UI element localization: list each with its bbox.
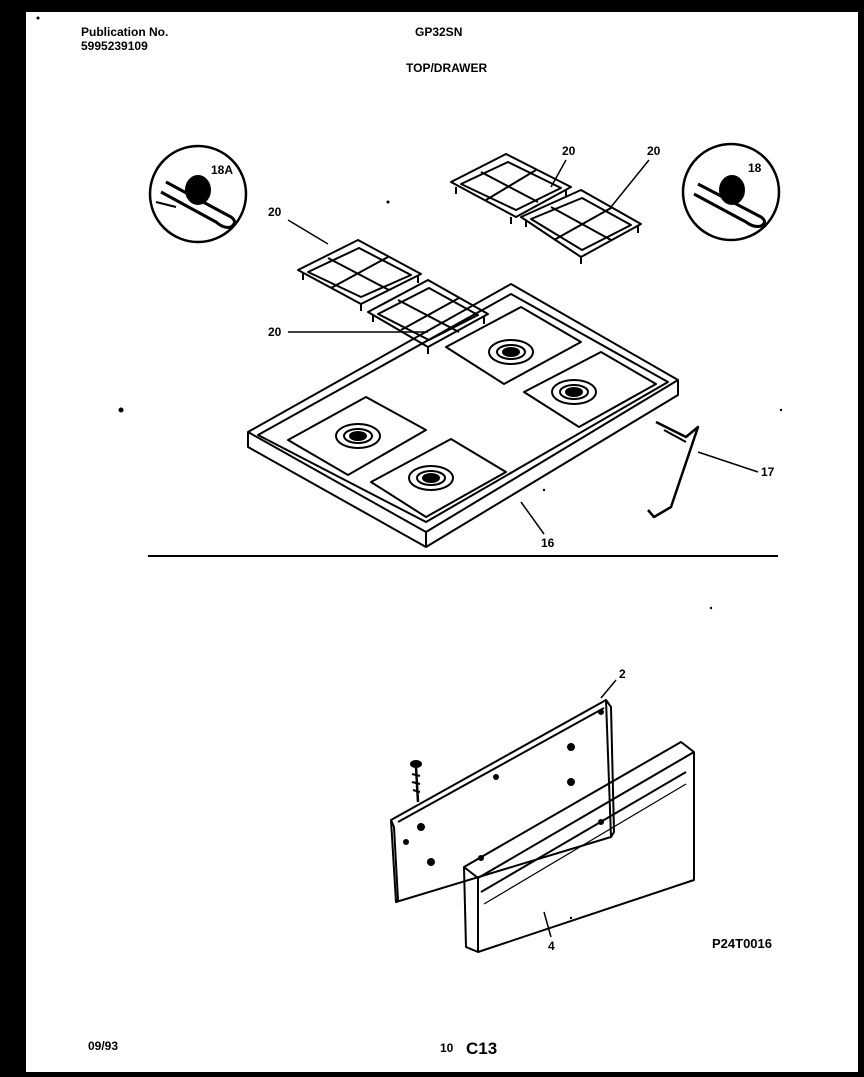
model-number: GP32SN [415, 25, 463, 39]
burner-head-detail-18 [681, 142, 781, 242]
callout-17: 17 [761, 465, 775, 479]
callout-20-top-right-a: 20 [562, 144, 576, 158]
callout-18a: 18A [211, 163, 233, 177]
burner-head-detail-18a [148, 144, 248, 244]
drawer-front [463, 741, 695, 953]
footer-code: C13 [466, 1039, 498, 1058]
footer-date: 09/93 [88, 1039, 119, 1053]
screw [410, 760, 422, 803]
grate-top-right-b [520, 189, 642, 264]
scan-specks [36, 16, 783, 920]
callout-2: 2 [619, 667, 626, 681]
support-wire [647, 420, 700, 519]
drawer-liner [390, 699, 615, 903]
section-title: TOP/DRAWER [406, 61, 488, 75]
callout-16: 16 [541, 536, 555, 550]
callout-20-top-right-b: 20 [647, 144, 661, 158]
publication-label: Publication No. [81, 25, 169, 39]
leader-lines [287, 159, 759, 938]
grate-top-left [297, 239, 422, 311]
callout-20-top-left: 20 [268, 205, 282, 219]
callout-20-mid-left: 20 [268, 325, 282, 339]
callout-18: 18 [748, 161, 762, 175]
publication-number: 5995239109 [81, 39, 148, 53]
cooktop [247, 283, 679, 548]
footer-page: 10 [440, 1041, 454, 1055]
exploded-parts-diagram: 18A 18 20 20 20 20 17 16 2 4 [36, 16, 783, 953]
grate-top-right-a [450, 153, 572, 224]
callout-4: 4 [548, 939, 555, 953]
diagram-id: P24T0016 [712, 936, 772, 951]
parts-sheet: Publication No. 5995239109 GP32SN TOP/DR… [26, 12, 858, 1072]
